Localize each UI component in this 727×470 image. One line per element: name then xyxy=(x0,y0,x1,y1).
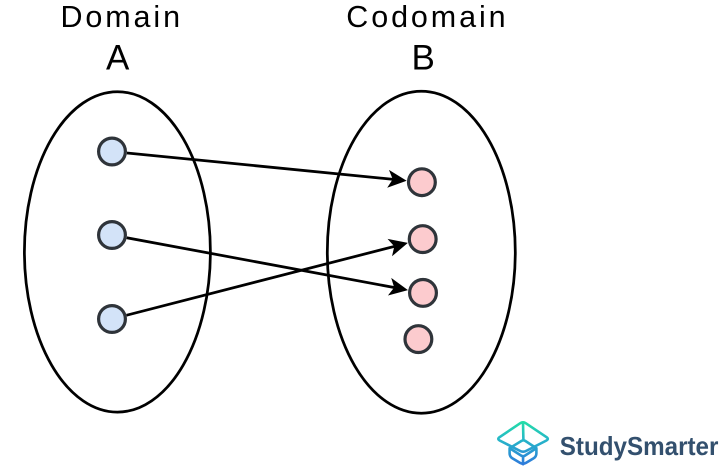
svg-text:Codomain: Codomain xyxy=(346,0,508,34)
svg-text:Domain: Domain xyxy=(60,0,183,34)
svg-text:StudySmarter: StudySmarter xyxy=(560,431,719,461)
svg-text:A: A xyxy=(106,39,130,78)
svg-text:B: B xyxy=(412,39,435,78)
